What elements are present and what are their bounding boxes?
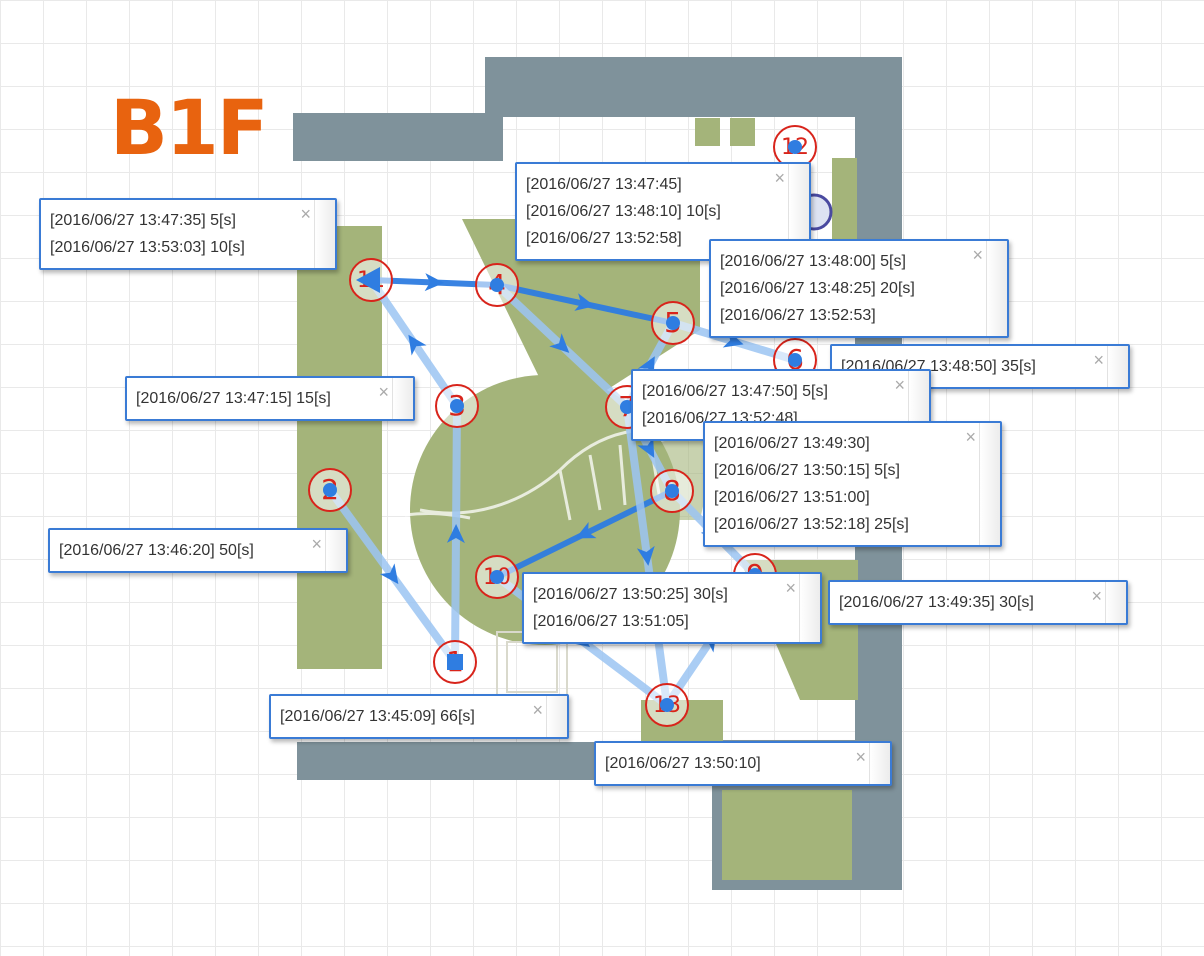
popup-timestamp: [2016/06/27 13:48:00] 5[s] [720,253,906,270]
close-icon[interactable]: × [965,427,976,447]
route-arrow-icon [722,330,744,348]
info-popup: ×[2016/06/27 13:48:50] 35[s] [830,344,1130,389]
route-arrow-icon [575,521,597,539]
route-arrow-icon [446,524,465,544]
popup-timestamp: [2016/06/27 13:48:25] 20[s] [720,280,915,297]
close-icon[interactable]: × [378,382,389,402]
floor-label: B1F [110,83,269,172]
popup-timestamp: [2016/06/27 13:46:20] 50[s] [59,542,254,559]
route-arrow-icon [424,273,444,292]
route-marker-2[interactable]: 2 [308,468,352,512]
popup-timestamp: [2016/06/27 13:49:35] 30[s] [839,594,1034,611]
visitor-route [326,273,799,709]
popup-timestamp: [2016/06/27 13:47:15] 15[s] [136,390,331,407]
marker-dot-icon [323,483,337,497]
info-popup: × [2016/06/27 13:50:10] [594,741,892,786]
close-icon[interactable]: × [855,747,866,767]
route-markers[interactable]: 12345678910111213 [308,125,817,727]
route-arrow-icon [574,293,595,311]
popup-timestamp: [2016/06/27 13:50:25] 30[s] [533,586,728,603]
end-triangle-icon [356,267,380,293]
info-popup: × [2016/06/27 13:47:15] 15[s] [125,376,415,421]
marker-dot-icon [788,140,802,154]
popup-timestamp: [2016/06/27 13:49:30] [714,435,870,452]
info-popup: × [2016/06/27 13:47:45] [2016/06/27 13:48:… [515,162,811,261]
route-marker-4[interactable]: 4 [475,263,519,307]
close-icon[interactable]: × [894,375,905,395]
popup-timestamp: [2016/06/27 13:50:10] [605,755,761,772]
popup-timestamp: [2016/06/27 13:50:15] 5[s] [714,462,900,479]
marker-dot-icon [665,484,679,498]
marker-dot-icon [490,570,504,584]
popup-timestamp: [2016/06/27 13:51:00] [714,489,870,506]
popup-timestamp: [2016/06/27 13:52:53] [720,307,876,324]
marker-dot-icon [620,400,634,414]
close-icon[interactable]: × [972,245,983,265]
route-marker-11[interactable]: 11 [349,258,393,302]
marker-dot-icon [660,698,674,712]
popup-timestamp: [2016/06/27 13:47:35] 5[s] [50,212,236,229]
info-popup: × [2016/06/27 13:47:35] 5[s] [2016/06/27 1… [39,198,337,270]
route-arrow-icon [636,545,655,566]
route-marker-8[interactable]: 8 [650,469,694,513]
popup-timestamp: [2016/06/27 13:47:50] 5[s] [642,383,828,400]
route-marker-3[interactable]: 3 [435,384,479,428]
popup-timestamp: [2016/06/27 13:51:05] [533,613,689,630]
info-popup: × [2016/06/27 13:49:35] 30[s] [828,580,1128,625]
start-square-icon [447,654,463,670]
popup-timestamp: [2016/06/27 13:47:45] [526,176,682,193]
info-popup: × [2016/06/27 13:50:25] 30[s] [2016/06/27 … [522,572,822,644]
marker-dot-icon [490,278,504,292]
route-arrow-icon [379,563,399,585]
info-popup: × [2016/06/27 13:46:20] 50[s] [48,528,348,573]
close-icon[interactable]: × [1093,350,1104,370]
info-popup: × [2016/06/27 13:49:30] [2016/06/27 13:50:… [703,421,1002,547]
close-icon[interactable]: × [774,168,785,188]
route-arrow-icon [408,334,427,356]
marker-dot-icon [788,353,802,367]
route-marker-1[interactable]: 1 [433,640,477,684]
route-marker-10[interactable]: 10 [475,555,519,599]
close-icon[interactable]: × [311,534,322,554]
route-arrow-icon [549,333,570,353]
route-arrow-icon [637,436,655,458]
popup-timestamp: [2016/06/27 13:53:03] 10[s] [50,239,245,256]
popup-timestamp: [2016/06/27 13:52:58] [526,230,682,247]
route-marker-13[interactable]: 13 [645,683,689,727]
marker-dot-icon [666,316,680,330]
info-popup: × [2016/06/27 13:48:00] 5[s] [2016/06/27 1… [709,239,1009,338]
close-icon[interactable]: × [532,700,543,720]
close-icon[interactable]: × [300,204,311,224]
popup-timestamp: [2016/06/27 13:45:09] 66[s] [280,708,475,725]
popup-timestamp: [2016/06/27 13:52:18] 25[s] [714,516,909,533]
close-icon[interactable]: × [1091,586,1102,606]
popup-timestamp: [2016/06/27 13:48:10] 10[s] [526,203,721,220]
route-marker-5[interactable]: 5 [651,301,695,345]
close-icon[interactable]: × [785,578,796,598]
info-popup: × [2016/06/27 13:45:09] 66[s] [269,694,569,739]
marker-dot-icon [450,399,464,413]
